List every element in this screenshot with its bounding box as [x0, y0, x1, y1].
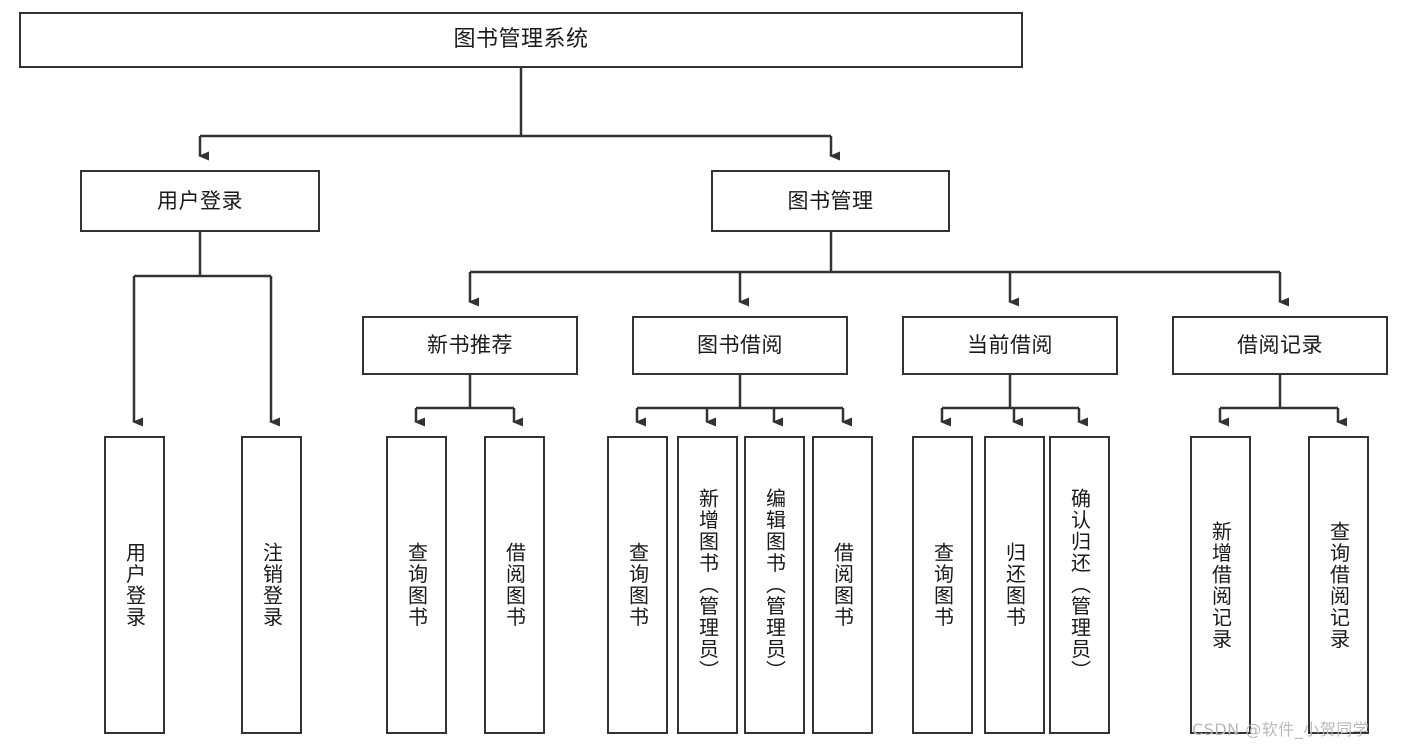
node-leaf-query-record-label: 查询借阅记录 — [1326, 520, 1351, 650]
csdn-watermark: CSDN @软件_小贺同学 — [1192, 720, 1370, 739]
node-new-book-rec-label: 新书推荐 — [427, 333, 513, 358]
node-current-borrow[interactable]: 当前借阅 — [902, 316, 1118, 375]
node-leaf-borrow-book-label: 借阅图书 — [830, 542, 855, 628]
node-user-login[interactable]: 用户登录 — [80, 170, 320, 232]
node-leaf-add-book-label: 新增图书（管理员） — [695, 488, 720, 682]
node-leaf-query-book-rec-label: 查询图书 — [404, 542, 429, 628]
node-root-label: 图书管理系统 — [453, 27, 589, 53]
node-leaf-query-book-rec[interactable]: 查询图书 — [386, 436, 447, 734]
node-leaf-query-book-current-label: 查询图书 — [930, 542, 955, 628]
node-leaf-edit-book[interactable]: 编辑图书（管理员） — [744, 436, 805, 734]
node-book-manage-label: 图书管理 — [787, 188, 874, 213]
node-current-borrow-label: 当前借阅 — [967, 333, 1053, 358]
node-root[interactable]: 图书管理系统 — [19, 12, 1023, 68]
node-book-borrow[interactable]: 图书借阅 — [632, 316, 848, 375]
node-leaf-user-login[interactable]: 用户登录 — [104, 436, 165, 734]
node-leaf-query-book-borrow[interactable]: 查询图书 — [607, 436, 668, 734]
node-leaf-borrow-book[interactable]: 借阅图书 — [812, 436, 873, 734]
node-leaf-query-book-current[interactable]: 查询图书 — [912, 436, 973, 734]
node-leaf-borrow-book-rec[interactable]: 借阅图书 — [484, 436, 545, 734]
node-leaf-add-record[interactable]: 新增借阅记录 — [1190, 436, 1251, 734]
node-book-borrow-label: 图书借阅 — [697, 333, 783, 358]
node-leaf-return-book-label: 归还图书 — [1002, 542, 1027, 628]
node-leaf-query-record[interactable]: 查询借阅记录 — [1308, 436, 1369, 734]
node-new-book-rec[interactable]: 新书推荐 — [362, 316, 578, 375]
node-leaf-query-book-borrow-label: 查询图书 — [625, 542, 650, 628]
node-leaf-return-book[interactable]: 归还图书 — [984, 436, 1045, 734]
node-leaf-logout-label: 注销登录 — [259, 542, 284, 628]
node-leaf-confirm-return[interactable]: 确认归还（管理员） — [1049, 436, 1110, 734]
node-leaf-borrow-book-rec-label: 借阅图书 — [502, 542, 527, 628]
node-user-login-label: 用户登录 — [157, 188, 243, 213]
node-leaf-confirm-return-label: 确认归还（管理员） — [1067, 488, 1092, 682]
node-leaf-add-record-label: 新增借阅记录 — [1208, 520, 1233, 650]
node-leaf-user-login-label: 用户登录 — [122, 542, 147, 628]
node-leaf-logout[interactable]: 注销登录 — [241, 436, 302, 734]
node-leaf-add-book[interactable]: 新增图书（管理员） — [677, 436, 738, 734]
node-book-manage[interactable]: 图书管理 — [711, 170, 950, 232]
node-borrow-record-label: 借阅记录 — [1237, 333, 1323, 358]
node-borrow-record[interactable]: 借阅记录 — [1172, 316, 1388, 375]
node-leaf-edit-book-label: 编辑图书（管理员） — [762, 488, 787, 682]
